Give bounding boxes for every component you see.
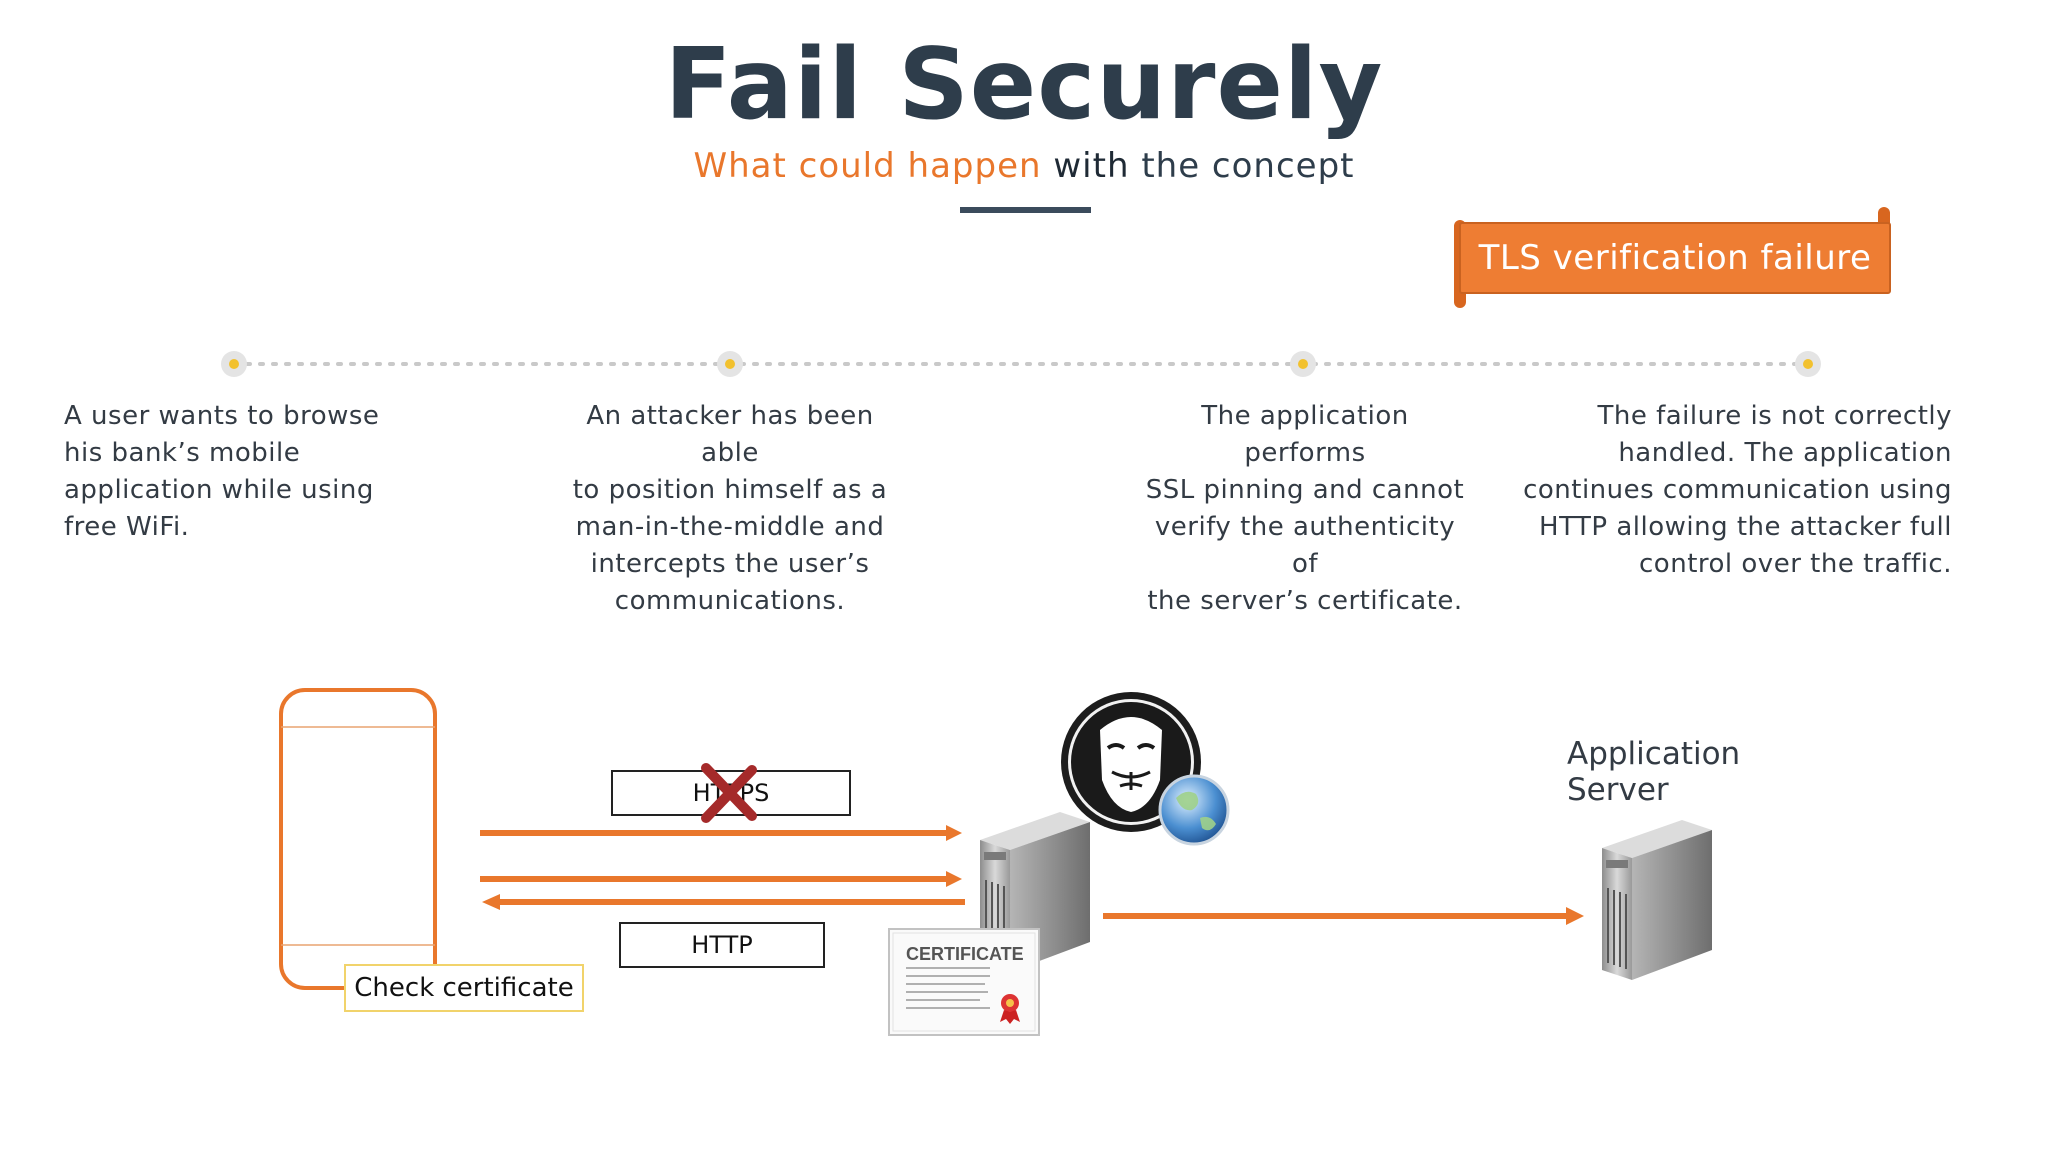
subtitle-part-1: What could happen [693, 146, 1042, 186]
step-1-line: application while using [64, 475, 374, 505]
page-subtitle: What could happen with the concept [0, 146, 2048, 186]
app-server-label-line: Server [1567, 772, 1669, 808]
step-3-line: verify the authenticity of [1154, 512, 1456, 579]
step-1-line: A user wants to browse [64, 401, 380, 431]
step-2-text: An attacker has been able to position hi… [560, 398, 900, 620]
arrow-http-to-attacker [480, 871, 962, 887]
step-2-line: to position himself as a [572, 475, 888, 505]
step-4-line: handled. The application [1618, 438, 1952, 468]
step-2-line: intercepts the user’s [590, 549, 870, 579]
certificate-icon [888, 928, 1040, 1036]
step-4-line: The failure is not correctly [1597, 401, 1952, 431]
step-3-line: SSL pinning and cannot [1145, 475, 1465, 505]
globe-icon [1158, 774, 1230, 846]
app-server-label: Application Server [1567, 736, 1740, 808]
http-label: HTTP [619, 922, 825, 968]
step-4-line: control over the traffic. [1639, 549, 1952, 579]
step-3-text: The application performs SSL pinning and… [1140, 398, 1470, 620]
arrow-http-to-phone [482, 894, 965, 910]
step-4-line: HTTP allowing the attacker full [1539, 512, 1952, 542]
page-title: Fail Securely [664, 28, 1384, 142]
cross-icon [701, 763, 757, 823]
scenario-ribbon: TLS verification failure [1459, 222, 1891, 294]
step-1-line: free WiFi. [64, 512, 190, 542]
arrow-https-to-attacker [480, 825, 962, 841]
step-1-text: A user wants to browse his bank’s mobile… [64, 398, 394, 546]
phone-icon [279, 688, 437, 990]
step-3-line: The application performs [1201, 401, 1409, 468]
step-2-line: communications. [614, 586, 846, 616]
step-2-line: An attacker has been able [586, 401, 874, 468]
step-4-text: The failure is not correctly handled. Th… [1500, 398, 1952, 583]
step-2-line: man-in-the-middle and [575, 512, 885, 542]
subtitle-part-2: with [1053, 146, 1130, 186]
arrow-to-app-server [1103, 907, 1584, 925]
check-certificate-label: Check certificate [344, 964, 584, 1012]
app-server-label-line: Application [1567, 736, 1741, 772]
subtitle-part-3: the concept [1141, 146, 1355, 186]
title-underline [960, 207, 1091, 213]
step-3-line: the server’s certificate. [1147, 586, 1463, 616]
step-1-line: his bank’s mobile [64, 438, 301, 468]
certificate-title: CERTIFICATE [906, 944, 1024, 964]
step-4-line: continues communication using [1523, 475, 1952, 505]
app-server-icon [1602, 820, 1712, 980]
